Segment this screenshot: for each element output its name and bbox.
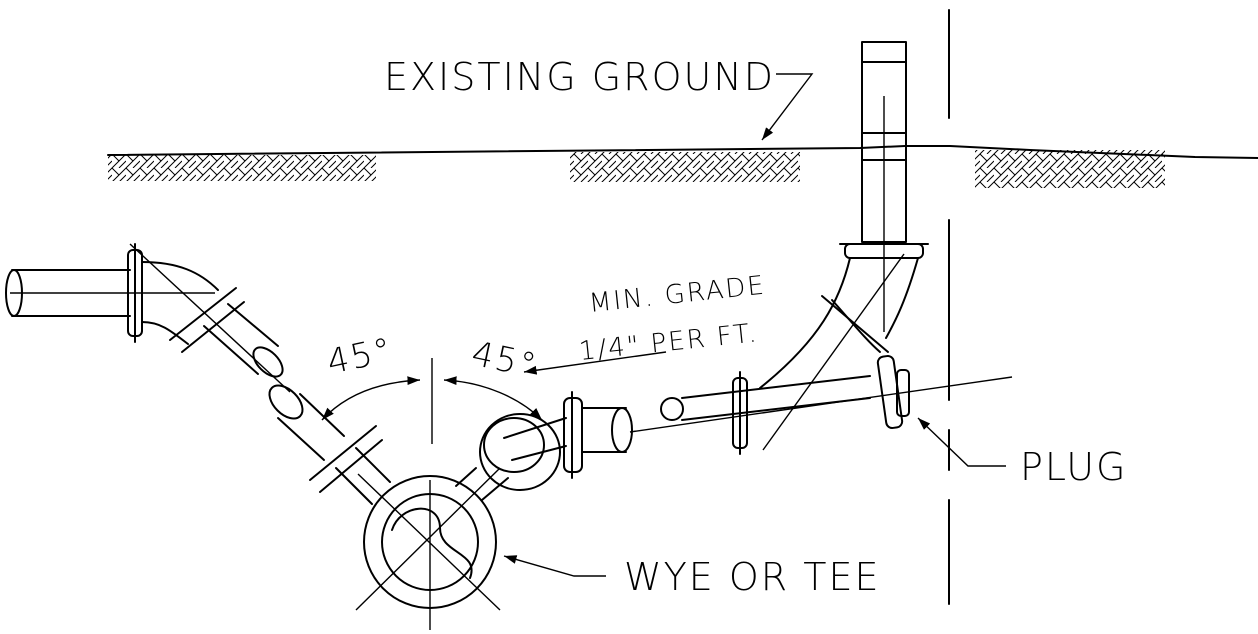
plug-leader [917,417,1006,467]
ground-line [107,145,1258,159]
earth-hatch-middle [570,152,800,182]
ground-leader [761,73,814,141]
min-grade-label-line2: 1/4" PER FT. [578,318,760,367]
min-grade-label-line1: MIN. GRADE [588,271,768,319]
earth-hatch-right [975,150,1165,188]
existing-ground-label: EXISTING GROUND [384,55,775,99]
wye-fitting [355,467,509,630]
cleanout-riser [759,41,929,389]
angle-arc-right [443,376,543,421]
pipe-segment-to-wye [268,384,391,505]
angle-arc-left [321,376,421,421]
plug-label: PLUG [1020,445,1127,489]
angle-label-left: 45° [324,330,397,383]
service-pipe-left [5,243,291,393]
wye-leader [503,555,606,577]
angle-label-right: 45° [468,334,541,387]
wye-or-tee-label: WYE OR TEE [624,555,881,599]
grade-leader [523,351,667,375]
earth-hatch-left [108,155,376,181]
service-pipe-right [629,295,1013,455]
riser-slope-line [762,253,905,451]
elbow-right [479,391,633,491]
